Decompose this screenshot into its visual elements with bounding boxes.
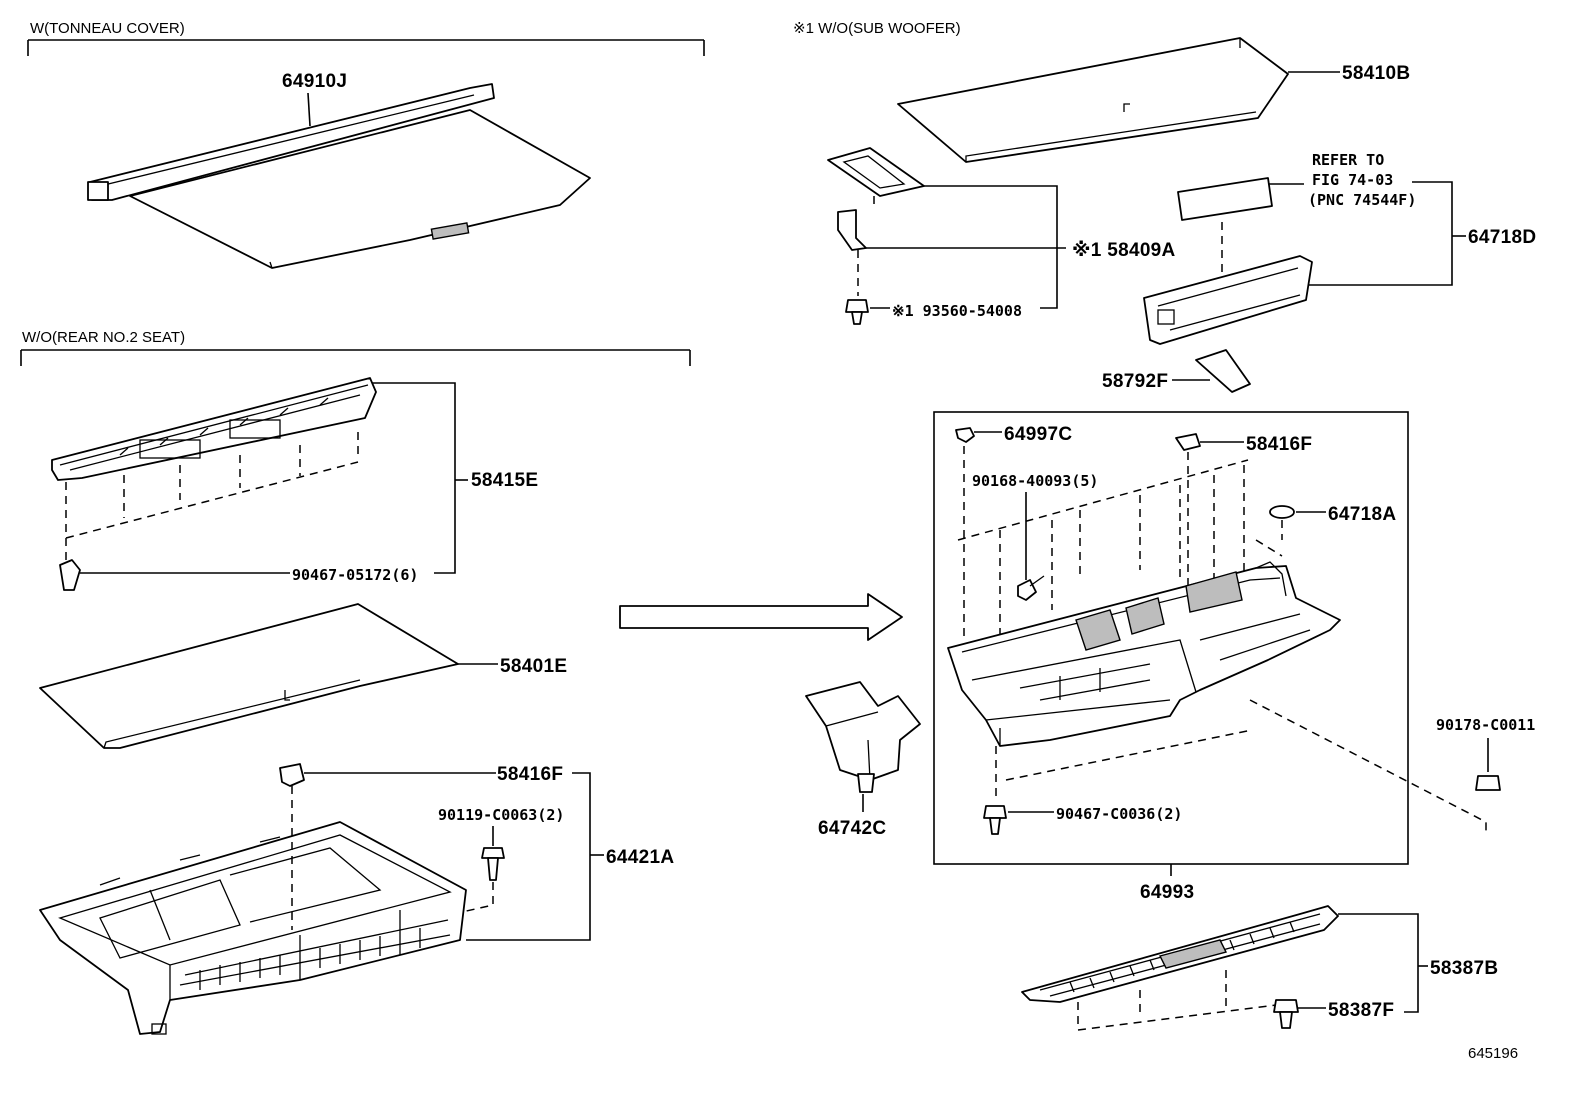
trim-58415e-drawing <box>51 377 377 481</box>
clip-64997c <box>955 427 975 443</box>
label-64997C: 64997C <box>1004 424 1072 445</box>
header-rear-seat: W/O(REAR NO.2 SEAT) <box>20 329 691 366</box>
label-58416F-right: 58416F <box>1246 434 1312 455</box>
bolt-90168 <box>1017 575 1045 601</box>
refer-line1: REFER TO <box>1312 151 1384 169</box>
label-90467-C0036: 90467-C0036(2) <box>1056 805 1182 823</box>
clip-90467-05172 <box>59 559 81 591</box>
label-90178: 90178-C0011 <box>1436 716 1535 734</box>
label-64718A: 64718A <box>1328 504 1396 525</box>
label-58410B: 58410B <box>1342 63 1410 84</box>
label-64718D: 64718D <box>1468 227 1536 248</box>
label-64993: 64993 <box>1140 882 1194 903</box>
label-58792F: 58792F <box>1102 371 1168 392</box>
cap-58792f <box>1195 349 1251 393</box>
label-90467-05172: 90467-05172(6) <box>292 566 418 584</box>
mat-58401e-drawing <box>39 603 459 749</box>
label-58387F: 58387F <box>1328 1000 1394 1021</box>
label-58409A: ※1 58409A <box>1072 240 1176 261</box>
label-58415E: 58415E <box>471 470 538 491</box>
label-58401E: 58401E <box>500 656 567 677</box>
tonneau-cover-drawing <box>87 83 591 269</box>
figure-id: 645196 <box>1468 1045 1518 1062</box>
clip-58416f-left <box>279 763 305 787</box>
label-58387B: 58387B <box>1430 958 1498 979</box>
bolt-93560 <box>845 299 869 325</box>
label-90168: 90168-40093(5) <box>972 472 1098 490</box>
header-rear-seat-text: W/O(REAR NO.2 SEAT) <box>22 329 185 346</box>
clip-58387f <box>1273 999 1299 1029</box>
label-58416F-left: 58416F <box>497 764 563 785</box>
refer-line2: FIG 74-03 <box>1312 171 1393 189</box>
cap-64718a <box>1269 505 1295 519</box>
label-64421A: 64421A <box>606 847 674 868</box>
deck-box-64421a-drawing <box>39 821 467 1035</box>
bracket-64742c-drawing <box>805 681 921 793</box>
nut-90178 <box>1475 775 1501 791</box>
label-64910J: 64910J <box>282 71 347 92</box>
scuff-plate-58387b-drawing <box>1021 905 1339 1003</box>
header-sub-woofer: ※1 W/O(SUB WOOFER) <box>793 20 961 37</box>
label-93560: ※1 93560-54008 <box>892 302 1022 320</box>
board-58410b-drawing <box>897 37 1289 163</box>
bracket-58409a <box>837 209 867 251</box>
frame-58409a-drawing <box>827 147 925 197</box>
clip-90467-c0036 <box>983 805 1007 835</box>
label-90119: 90119-C0063(2) <box>438 806 564 824</box>
bolt-90119 <box>481 847 505 881</box>
tray-64993-drawing <box>947 561 1341 747</box>
label-64742C: 64742C <box>818 818 886 839</box>
clip-58416f-right <box>1175 433 1201 451</box>
cover-64718d-drawing <box>1143 255 1313 345</box>
refer-line3: (PNC 74544F) <box>1308 191 1416 209</box>
arrow-right <box>619 593 903 641</box>
pad-74544f <box>1177 177 1273 221</box>
header-tonneau-cover: W(TONNEAU COVER) <box>27 20 705 56</box>
header-tonneau-text: W(TONNEAU COVER) <box>30 20 185 37</box>
